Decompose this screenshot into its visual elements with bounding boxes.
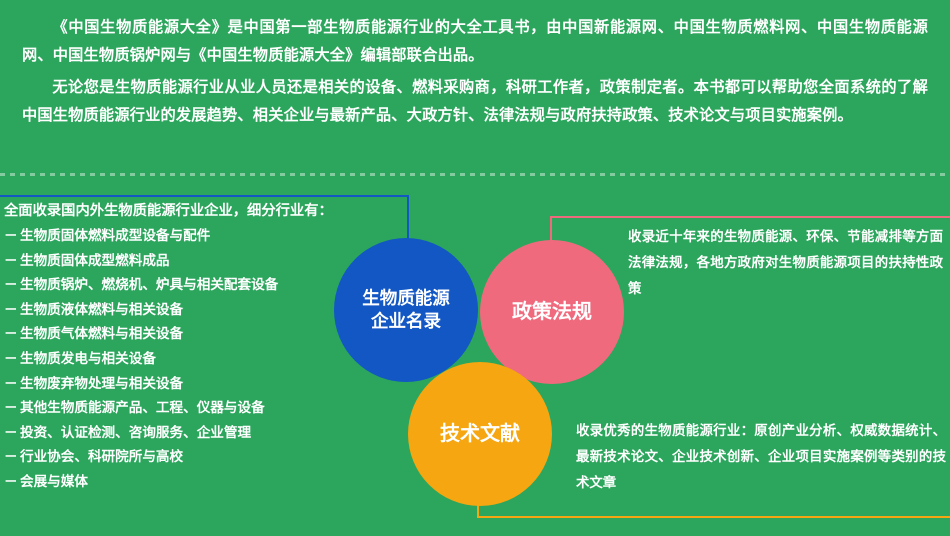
- policy-description: 收录近十年来的生物质能源、环保、节能减排等方面法律法规，各地方政府对生物质能源项…: [628, 229, 943, 296]
- bubble-policy-label: 政策法规: [512, 300, 592, 323]
- bubble-technical-label: 技术文献: [440, 422, 520, 445]
- bubble-enterprise-directory[interactable]: 生物质能源 企业名录: [334, 238, 478, 382]
- technical-description: 收录优秀的生物质能源行业：原创产业分析、权威数据统计、最新技术论文、企业技术创新…: [576, 423, 946, 490]
- bubble-enterprise-line2: 企业名录: [371, 311, 441, 331]
- list-item-label: 投资、认证检测、咨询服务、企业管理: [20, 424, 252, 440]
- list-item: －生物质固体燃料成型设备与配件: [4, 224, 404, 249]
- enterprise-category-panel: 全面收录国内外生物质能源行业企业，细分行业有： －生物质固体燃料成型设备与配件 …: [4, 200, 404, 495]
- list-item: －会展与媒体: [4, 470, 404, 495]
- list-item-label: 生物质气体燃料与相关设备: [20, 326, 184, 342]
- intro-paragraph-2: 无论您是生物质能源行业从业人员还是相关的设备、燃料采购商，科研工作者，政策制定者…: [22, 79, 928, 124]
- enterprise-connector-top: [0, 195, 409, 197]
- list-item-label: 行业协会、科研院所与高校: [20, 449, 184, 465]
- dotted-divider: [0, 173, 950, 176]
- bullet-dash-icon: －: [4, 473, 18, 489]
- bullet-dash-icon: －: [4, 301, 18, 317]
- bullet-dash-icon: －: [4, 228, 18, 243]
- bubble-enterprise-line1: 生物质能源: [362, 287, 450, 308]
- bullet-dash-icon: －: [4, 326, 18, 342]
- bullet-dash-icon: －: [4, 350, 18, 366]
- bullet-dash-icon: －: [4, 449, 18, 465]
- bullet-dash-icon: －: [4, 375, 18, 391]
- list-item-label: 生物质固体成型燃料成品: [20, 252, 170, 268]
- list-item: －生物质气体燃料与相关设备: [4, 322, 404, 347]
- list-item-label: 生物质固体燃料成型设备与配件: [20, 228, 211, 243]
- list-item: －其他生物质能源产品、工程、仪器与设备: [4, 396, 404, 421]
- list-item-label: 生物质锅炉、燃烧机、炉具与相关配套设备: [20, 277, 279, 293]
- bullet-dash-icon: －: [4, 424, 18, 440]
- technical-connector-bottom: [477, 516, 950, 518]
- intro-block: 《中国生物质能源大全》是中国第一部生物质能源行业的大全工具书，由中国新能源网、中…: [0, 0, 950, 174]
- list-item: －生物质发电与相关设备: [4, 347, 404, 372]
- list-item-label: 生物废弃物处理与相关设备: [20, 375, 184, 391]
- enterprise-list-heading: 全面收录国内外生物质能源行业企业，细分行业有：: [4, 203, 333, 219]
- intro-paragraph-1: 《中国生物质能源大全》是中国第一部生物质能源行业的大全工具书，由中国新能源网、中…: [22, 19, 928, 64]
- bullet-dash-icon: －: [4, 400, 18, 416]
- list-item: －生物废弃物处理与相关设备: [4, 372, 404, 397]
- list-item: －生物质固体成型燃料成品: [4, 249, 404, 274]
- enterprise-category-list: －生物质固体燃料成型设备与配件 －生物质固体成型燃料成品 －生物质锅炉、燃烧机、…: [4, 224, 404, 495]
- bullet-dash-icon: －: [4, 277, 18, 293]
- list-item: －行业协会、科研院所与高校: [4, 445, 404, 470]
- list-item: －生物质液体燃料与相关设备: [4, 298, 404, 323]
- policy-connector-top: [550, 216, 950, 218]
- enterprise-connector-stem: [407, 195, 409, 245]
- list-item: －投资、认证检测、咨询服务、企业管理: [4, 421, 404, 446]
- bubble-policy-regulations[interactable]: 政策法规: [480, 240, 624, 384]
- list-item-label: 其他生物质能源产品、工程、仪器与设备: [20, 400, 265, 416]
- bubble-technical-literature[interactable]: 技术文献: [408, 362, 552, 506]
- bullet-dash-icon: －: [4, 252, 18, 268]
- list-item-label: 生物质发电与相关设备: [20, 350, 156, 366]
- list-item-label: 会展与媒体: [20, 473, 88, 489]
- list-item: －生物质锅炉、燃烧机、炉具与相关配套设备: [4, 273, 404, 298]
- list-item-label: 生物质液体燃料与相关设备: [20, 301, 184, 317]
